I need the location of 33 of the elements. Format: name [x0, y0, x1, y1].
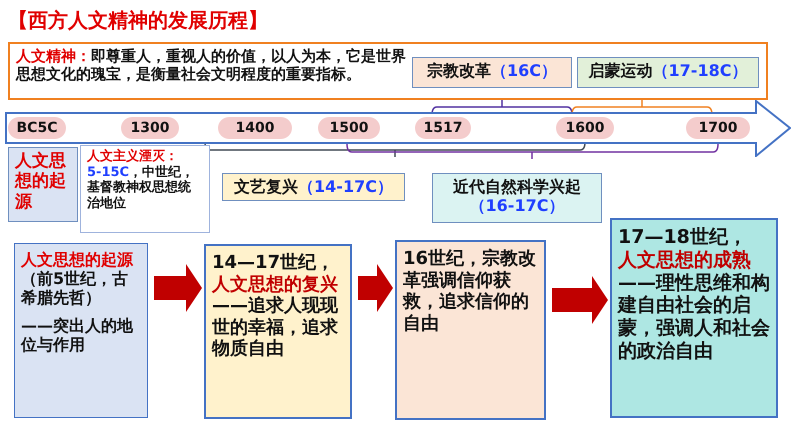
year-label: 1700	[686, 117, 750, 139]
stage-box	[14, 243, 148, 418]
period-box	[8, 147, 78, 222]
period-label: 近代自然科学兴起 （16-17C）	[453, 177, 581, 216]
stage-box	[204, 244, 352, 419]
period-box	[412, 57, 572, 88]
description-text: 16世纪，宗教改革强调信仰获救，追求信仰的自由	[403, 248, 536, 334]
year-label: 1400	[218, 117, 292, 139]
year-label: 1500	[318, 117, 380, 139]
arrow	[154, 264, 202, 312]
arrow	[552, 276, 608, 324]
stage-box	[395, 240, 546, 420]
period-label: 宗教改革（16C）	[426, 61, 557, 80]
period-label: 人文主义湮灭： 5-15C，中世纪，基督教神权思想统治地位	[87, 149, 194, 211]
arrow	[358, 264, 393, 312]
period-box	[432, 173, 602, 223]
period-label: 人文思想的起源	[15, 151, 66, 212]
description-text: 人文思想的起源 （前5世纪，古希腊先哲） ——突出人的地位与作用	[21, 250, 134, 354]
period-box	[222, 173, 405, 201]
year-label: 1600	[556, 117, 614, 139]
year-label: BC5C	[8, 117, 66, 139]
definition-banner	[8, 42, 768, 100]
year-label: 1517	[415, 117, 471, 139]
period-box	[80, 145, 210, 233]
description-text: 14—17世纪， 人文思想的复兴 ——追求人现现世的幸福，追求物质自由	[212, 252, 338, 360]
stage-box	[610, 218, 778, 418]
year-label: 1300	[121, 117, 179, 139]
period-box	[577, 57, 759, 88]
period-label: 启蒙运动（17-18C）	[588, 61, 748, 80]
period-label: 文艺复兴（14-17C）	[234, 177, 393, 196]
definition-text: 人文精神：即尊重人，重视人的价值，以人为本，它是世界思想文化的瑰宝，是衡量社会文明程度的重要指标。	[16, 47, 407, 83]
description-text: 17—18世纪， 人文思想的成熟 ——理性思维和构建自由社会的启蒙，强调人和社会的政治自由	[618, 226, 770, 362]
title: 【西方人文精神的发展历程】	[8, 8, 268, 32]
